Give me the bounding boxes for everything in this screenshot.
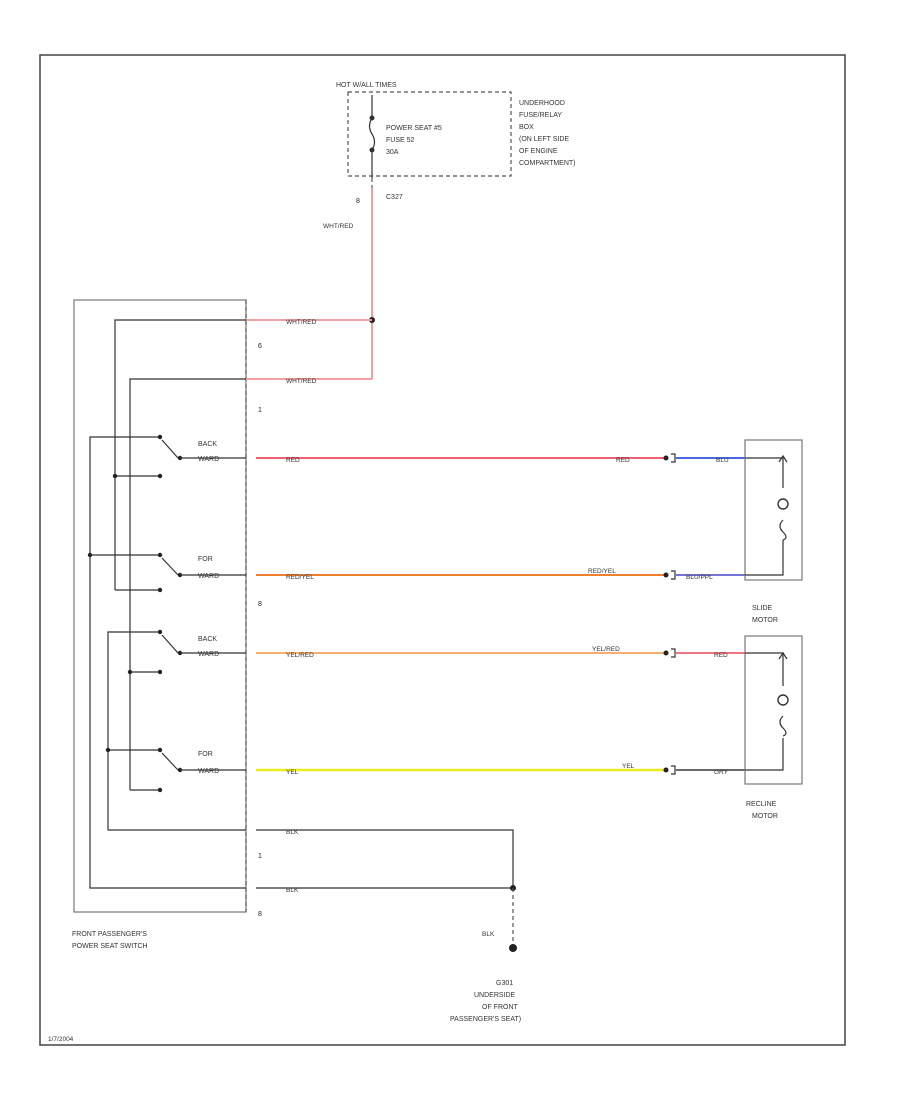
slide-motor-label-2: MOTOR: [752, 617, 778, 624]
fuse-box-side-label-5: OF ENGINE: [519, 148, 558, 155]
junction-dot: [127, 669, 133, 675]
wire-label-blk-ground: BLK: [482, 931, 495, 938]
slide-motor: SLIDE MOTOR: [744, 439, 803, 624]
feed-wire: WHT/RED: [323, 178, 375, 379]
fuse-box-pin: 8: [356, 198, 360, 205]
wire-label-blk-2: BLK: [286, 887, 299, 894]
fuse-box-side-label-6: COMPARTMENT): [519, 160, 576, 167]
wire-label-recline-red: RED: [714, 652, 728, 659]
motor-icon: [777, 694, 789, 706]
power-seat-switch: FRONT PASSENGER'S POWER SEAT SWITCH BACK…: [72, 299, 262, 950]
wire-label-yel-left: YEL: [286, 769, 299, 776]
wire-label-yel-red-left: YEL/RED: [286, 652, 314, 659]
bus-line-b: [129, 378, 246, 790]
switch-label-forward: FOR: [198, 751, 213, 758]
fuse-box-side-label-1: UNDERHOOD: [519, 100, 565, 107]
wire-label-red-right: RED: [616, 457, 630, 464]
slide-motor-label-1: SLIDE: [752, 605, 773, 612]
switch-pin-b: 1: [258, 407, 262, 414]
wire-label-red-yel-right: RED/YEL: [588, 568, 616, 575]
fuse-label-line1: POWER SEAT #5: [386, 125, 442, 132]
motor-winding-icon: [779, 715, 787, 737]
thermal-breaker-icon: [778, 454, 788, 463]
wire-label-red-left: RED: [286, 457, 300, 464]
wire-label-yel-red-right: YEL/RED: [592, 646, 620, 653]
switch-label-ward: WARD: [198, 573, 219, 580]
fuse-box-side-label-2: FUSE/RELAY: [519, 112, 562, 119]
switch-backward-recline: BACK WARD: [157, 629, 246, 675]
diagram-code: 1/7/2004: [48, 1036, 74, 1043]
bus-line-a: [114, 319, 246, 590]
switch-label-backward: BACK: [198, 441, 217, 448]
switch-forward-recline: FOR WARD: [157, 747, 246, 793]
switch-label-backward: BACK: [198, 636, 217, 643]
thermal-breaker-icon: [778, 651, 788, 660]
switch-backward-slide: BACK WARD: [157, 434, 246, 479]
fuse-box-connector: C327: [386, 194, 403, 201]
fuse-label-line2: FUSE 52: [386, 137, 415, 144]
ground-icon: [509, 944, 517, 952]
switch-label-line2: POWER SEAT SWITCH: [72, 943, 148, 950]
switch-label-line1: FRONT PASSENGER'S: [72, 931, 147, 938]
fuse-box-side-label-3: BOX: [519, 124, 534, 131]
fuse-label-line3: 30A: [386, 149, 399, 156]
switch-pin-e: 8: [258, 911, 262, 918]
switch-outline: [73, 299, 247, 913]
ground-label-3: PASSENGER'S SEAT): [450, 1016, 521, 1023]
wire-label-blk-1: BLK: [286, 829, 299, 836]
ground-label-2: OF FRONT: [482, 1004, 518, 1011]
switch-label-forward: FOR: [198, 556, 213, 563]
wire-label-red-yel-left: RED/YEL: [286, 574, 314, 581]
wire-label-blu-ppl: BLU/PPL: [686, 574, 713, 581]
wire-label-blu: BLU: [716, 457, 729, 464]
wire-label-wht-red-1: WHT/RED: [286, 319, 317, 326]
junction-dot: [105, 747, 111, 753]
switch-label-ward: WARD: [198, 651, 219, 658]
fuse-box-hot-label: HOT W/ALL TIMES: [336, 82, 397, 89]
switch-feed-wires: WHT/RED WHT/RED: [246, 319, 372, 385]
circuit-wires: RED RED RED/YEL RED/YEL YEL/RED YEL/RED …: [256, 453, 745, 776]
fuse-element-icon: [368, 117, 376, 151]
bus-line-d: [89, 436, 246, 889]
wire-label-yel-right: YEL: [622, 763, 635, 770]
motor-winding-icon: [779, 519, 787, 541]
switch-pin-a: 6: [258, 343, 262, 350]
switch-pin-c: 8: [258, 601, 262, 608]
junction-dot: [112, 473, 118, 479]
recline-motor-label-2: MOTOR: [752, 813, 778, 820]
inline-connector: [663, 453, 676, 775]
fuse-box-side-label-4: (ON LEFT SIDE: [519, 136, 569, 143]
ground-label-1: UNDERSIDE: [474, 992, 516, 999]
switch-pin-d: 1: [258, 853, 262, 860]
underhood-fuse-box: HOT W/ALL TIMES POWER SEAT #5 FUSE 52 30…: [336, 82, 576, 205]
ground-id: G301: [496, 980, 513, 987]
recline-motor-label-1: RECLINE: [746, 801, 777, 808]
wire-label-gry: GRY: [714, 769, 729, 776]
recline-motor: RECLINE MOTOR: [744, 635, 803, 820]
bus-line-c: [107, 631, 246, 831]
wire-label-wht-red-2: WHT/RED: [286, 378, 317, 385]
switch-label-ward: WARD: [198, 456, 219, 463]
feed-wire-label: WHT/RED: [323, 223, 354, 230]
motor-icon: [777, 498, 789, 510]
ground-circuit: BLK BLK BLK G301 UNDERSIDE OF FRONT PASS…: [256, 829, 521, 1023]
switch-forward-slide: FOR WARD: [157, 552, 246, 593]
diagram-frame: [39, 54, 846, 1046]
junction-dot: [87, 552, 93, 558]
switch-label-ward: WARD: [198, 768, 219, 775]
